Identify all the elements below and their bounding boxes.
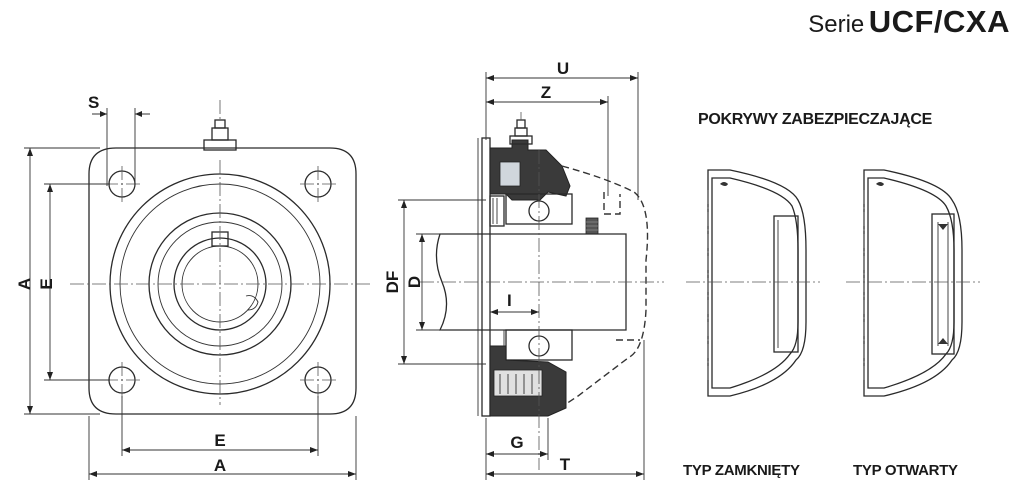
side-view: DF D I U Z	[383, 59, 664, 480]
dim-s: S	[88, 93, 150, 186]
dim-e-vertical-label: E	[37, 278, 56, 289]
flange-plate	[88, 147, 357, 415]
open-cover-label: TYP OTWARTY	[853, 462, 958, 479]
series-prefix: Serie	[808, 11, 865, 38]
grease-nipple-front	[203, 100, 237, 151]
dim-a-horizontal-label: A	[214, 456, 226, 475]
setscrew-side	[585, 217, 599, 235]
dim-t-label: T	[560, 455, 571, 474]
dim-u-label: U	[557, 59, 569, 78]
dim-z: Z	[486, 83, 609, 196]
flange-section	[481, 137, 491, 417]
dim-t: T	[486, 340, 645, 480]
dim-e-horizontal-label: E	[214, 431, 225, 450]
dim-d: D	[405, 233, 442, 331]
dim-d-label: D	[405, 276, 424, 288]
dim-df-label: DF	[383, 271, 402, 294]
grease-nipple-side	[509, 112, 533, 145]
dim-s-label: S	[88, 93, 99, 112]
open-cover-drawing	[846, 169, 980, 397]
series-title: Serie UCF/CXA	[808, 4, 1010, 40]
dim-i-label: I	[507, 291, 512, 310]
cover-outline-dashed	[561, 165, 649, 405]
front-view: S A E E	[15, 93, 372, 480]
closed-cover-label: TYP ZAMKNIĘTY	[683, 462, 800, 479]
dim-a-vertical: A	[15, 147, 100, 415]
closed-cover-drawing	[686, 169, 820, 397]
dim-e-vertical: E	[37, 183, 110, 381]
dim-i: I	[490, 291, 539, 315]
dim-g: G	[485, 418, 549, 480]
covers-heading: POKRYWY ZABEZPIECZAJĄCE	[698, 111, 933, 128]
dim-e-horizontal: E	[121, 396, 319, 456]
setscrew-lower	[245, 295, 259, 311]
dim-a-vertical-label: A	[15, 278, 34, 290]
dim-z-label: Z	[541, 83, 551, 102]
dim-df: DF	[383, 199, 486, 365]
dim-a-horizontal: A	[88, 416, 357, 480]
series-name: UCF/CXA	[868, 4, 1010, 39]
dim-g-label: G	[510, 433, 523, 452]
dim-u: U	[485, 59, 639, 200]
